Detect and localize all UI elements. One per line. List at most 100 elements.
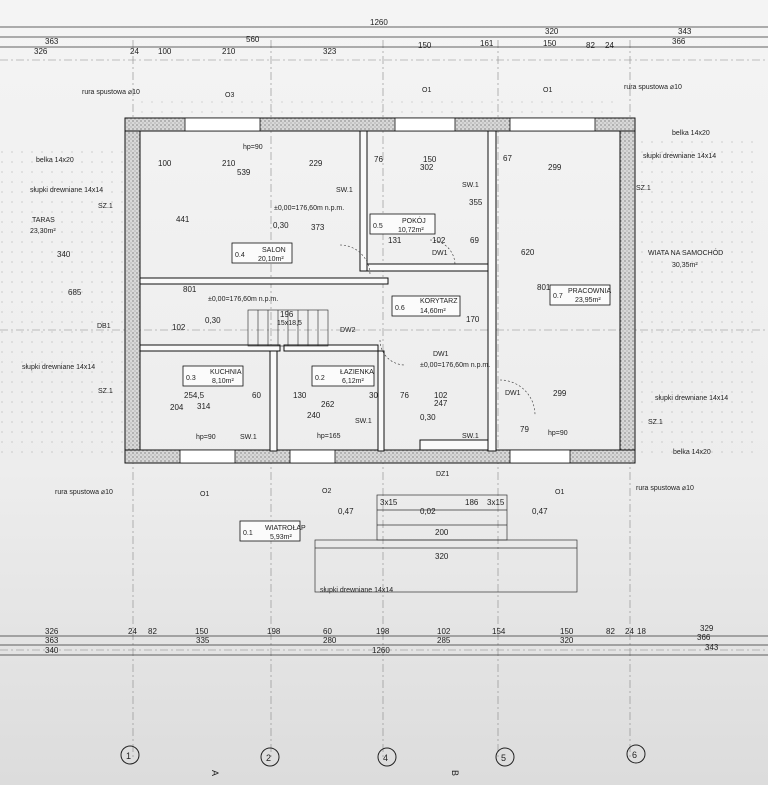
door-swings bbox=[339, 239, 536, 416]
stairs bbox=[247, 309, 329, 347]
note-slupki-mid-left: słupki drewniane 14x14 bbox=[22, 364, 95, 371]
interior-walls bbox=[139, 130, 497, 452]
dim-bot-82: 82 bbox=[148, 627, 157, 636]
room-num-pracownia: 0.7 bbox=[553, 293, 563, 300]
tag-dw1-pracownia: DW1 bbox=[505, 390, 521, 397]
room-dim-130: 130 bbox=[293, 391, 307, 400]
tag-dw1-pokoj: DW1 bbox=[432, 250, 448, 257]
room-dim-67: 67 bbox=[503, 154, 512, 163]
level-main: ±0,00=176,60m n.p.m. bbox=[274, 205, 344, 212]
dim-top-24: 24 bbox=[130, 47, 139, 56]
dim-top-326: 326 bbox=[34, 47, 48, 56]
tag-o1-top2: O1 bbox=[543, 87, 552, 94]
room-num-korytarz: 0.6 bbox=[395, 305, 405, 312]
room-dim-150: 150 bbox=[423, 155, 437, 164]
room-dim-102: 102 bbox=[432, 236, 446, 245]
roof-strip-top bbox=[140, 95, 620, 120]
room-level-047-left: 0,47 bbox=[338, 507, 354, 516]
bottom-dimension-lines bbox=[0, 635, 768, 656]
tag-sz1-left2: SZ.1 bbox=[98, 388, 113, 395]
room-name-salon: SALON bbox=[262, 247, 286, 254]
dim-bot-102: 102 bbox=[437, 627, 451, 636]
dim-bot-198a: 198 bbox=[267, 627, 281, 636]
top-dimension-lines bbox=[0, 26, 768, 48]
dim-bot-150: 150 bbox=[195, 627, 209, 636]
room-level-030-wiatrolap: 0,30 bbox=[420, 413, 436, 422]
note-rura-top-right: rura spustowa ⌀10 bbox=[624, 84, 682, 91]
windows bbox=[179, 117, 596, 464]
dim-top-363: 363 bbox=[45, 37, 59, 46]
dim-top-210: 210 bbox=[222, 47, 236, 56]
tag-dz1: DZ1 bbox=[436, 471, 449, 478]
room-dim-247: 247 bbox=[434, 399, 448, 408]
dim-bot-150b: 150 bbox=[560, 627, 574, 636]
section-mark-b: B bbox=[450, 770, 460, 776]
tag-sw1-pokoj: SW.1 bbox=[462, 182, 479, 189]
dim-top-100: 100 bbox=[158, 47, 172, 56]
dim-bot-320: 320 bbox=[560, 636, 574, 645]
room-dim-801b: 801 bbox=[537, 283, 551, 292]
dim-top-150b: 150 bbox=[543, 39, 557, 48]
tag-o3: O3 bbox=[225, 92, 234, 99]
dim-bot-198b: 198 bbox=[376, 627, 390, 636]
carport-area bbox=[640, 135, 760, 455]
outer-walls bbox=[124, 117, 636, 464]
room-name-kuchnia: KUCHNIA bbox=[210, 369, 242, 376]
axis-label-4: 4 bbox=[383, 753, 388, 763]
room-dim-801a: 801 bbox=[183, 285, 197, 294]
room-num-salon: 0.4 bbox=[235, 252, 245, 259]
note-slupki-right: słupki drewniane 14x14 bbox=[643, 153, 716, 160]
room-dim-200: 200 bbox=[435, 528, 449, 537]
tag-sw1-kuchnia: SW.1 bbox=[240, 434, 257, 441]
dim-bot-340: 340 bbox=[45, 646, 59, 655]
hp-90-kuchnia: hp=90 bbox=[196, 434, 216, 441]
tag-dw2: DW2 bbox=[340, 327, 356, 334]
room-dim-254-5: 254,5 bbox=[184, 391, 205, 400]
room-name-lazienka: ŁAZIENKA bbox=[340, 369, 374, 376]
room-area-korytarz: 14,60m² bbox=[420, 308, 446, 315]
room-num-lazienka: 0.2 bbox=[315, 375, 325, 382]
taras-name: TARAS bbox=[32, 217, 55, 224]
room-num-wiatrolap: 0.1 bbox=[243, 530, 253, 537]
tag-dw1-hall: DW1 bbox=[433, 351, 449, 358]
tag-o1-top: O1 bbox=[422, 87, 431, 94]
room-area-salon: 20,10m² bbox=[258, 256, 284, 263]
dim-top-161: 161 bbox=[480, 39, 494, 48]
room-dim-340: 340 bbox=[57, 250, 71, 259]
dim-top-560: 560 bbox=[246, 35, 260, 44]
tag-db1: DB1 bbox=[97, 323, 111, 330]
tag-sw1-hall: SW.1 bbox=[462, 433, 479, 440]
tag-o1-bottom2: O1 bbox=[555, 489, 564, 496]
room-dim-620: 620 bbox=[521, 248, 535, 257]
axis-label-1: 1 bbox=[126, 751, 131, 761]
tag-o2: O2 bbox=[322, 488, 331, 495]
terrace-area bbox=[0, 150, 125, 460]
room-dim-229: 229 bbox=[309, 159, 323, 168]
room-dim-79: 79 bbox=[520, 425, 529, 434]
entrance-steps bbox=[314, 494, 578, 593]
dim-top-320: 320 bbox=[545, 27, 559, 36]
note-slupki-bottom: słupki drewniane 14x14 bbox=[320, 587, 393, 594]
tag-sz1-right2: SZ.1 bbox=[648, 419, 663, 426]
note-slupki-left: słupki drewniane 14x14 bbox=[30, 187, 103, 194]
hp-165-lazienka: hp=165 bbox=[317, 433, 341, 440]
room-dim-170: 170 bbox=[466, 315, 480, 324]
room-level-047-right: 0,47 bbox=[532, 507, 548, 516]
dim-bot-24: 24 bbox=[128, 627, 137, 636]
room-num-kuchnia: 0.3 bbox=[186, 375, 196, 382]
room-dim-196: 196 bbox=[280, 310, 294, 319]
note-belka-bottom-right: belka 14x20 bbox=[673, 449, 711, 456]
level-hall-2: ±0,00=176,60m n.p.m. bbox=[420, 362, 490, 369]
room-dim-302: 302 bbox=[420, 163, 434, 172]
room-dim-131: 131 bbox=[388, 236, 402, 245]
room-area-pokoj: 10,72m² bbox=[398, 227, 424, 234]
room-num-pokoj: 0.5 bbox=[373, 223, 383, 230]
room-dim-30: 30 bbox=[369, 391, 378, 400]
dim-bot-326: 326 bbox=[45, 627, 59, 636]
dim-top-82: 82 bbox=[586, 41, 595, 50]
dim-bot-335: 335 bbox=[196, 636, 210, 645]
tag-sw1-lazienka: SW.1 bbox=[355, 418, 372, 425]
room-dim-299b: 299 bbox=[553, 389, 567, 398]
note-rura-bottom-right: rura spustowa ⌀10 bbox=[636, 485, 694, 492]
